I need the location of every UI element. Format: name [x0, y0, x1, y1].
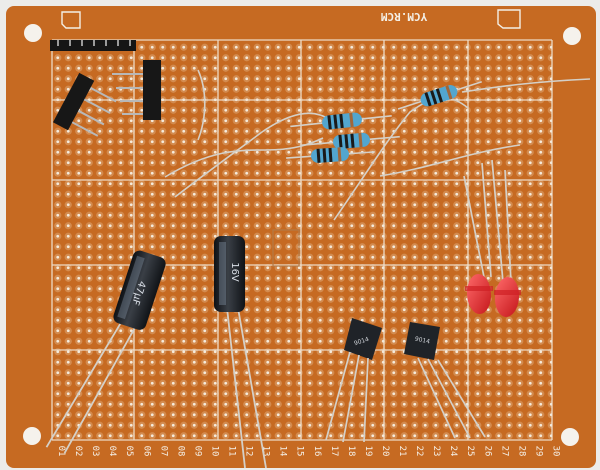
column-label-26: 26 — [482, 446, 492, 457]
brand-mark: YCM.RCM — [380, 10, 427, 23]
column-label-15: 15 — [295, 446, 305, 457]
pin-header-center[interactable] — [112, 60, 161, 120]
column-label-28: 28 — [516, 446, 526, 457]
mounting-hole-bottom-left — [23, 427, 41, 445]
column-label-13: 13 — [261, 446, 271, 457]
column-label-03: 03 — [90, 446, 100, 457]
pin-header-top[interactable] — [50, 40, 136, 51]
resistor-1[interactable] — [396, 75, 484, 116]
column-label-06: 06 — [141, 446, 151, 457]
transistor-1[interactable]: 9014 — [325, 318, 382, 443]
transistor-1-label: 9014 — [353, 336, 370, 347]
column-label-20: 20 — [380, 446, 390, 457]
silkscreen-center-mark — [272, 229, 300, 267]
column-label-02: 02 — [73, 446, 83, 457]
column-label-12: 12 — [244, 446, 254, 457]
capacitor-1[interactable]: 47µF — [45, 242, 167, 465]
resistor-3[interactable] — [300, 130, 401, 153]
silkscreen-grid — [51, 39, 553, 441]
pin-header-left[interactable] — [52, 72, 120, 144]
column-label-05: 05 — [124, 446, 134, 457]
column-label-25: 25 — [465, 446, 475, 457]
silkscreen-bracket-left — [61, 11, 81, 29]
led-2[interactable] — [491, 159, 521, 318]
column-label-23: 23 — [431, 446, 441, 457]
column-label-30: 30 — [550, 446, 560, 457]
column-label-29: 29 — [533, 446, 543, 457]
mounting-hole-bottom-right — [561, 428, 579, 446]
column-label-09: 09 — [192, 446, 202, 457]
column-label-19: 19 — [363, 446, 373, 457]
column-label-04: 04 — [107, 446, 117, 457]
capacitor-2[interactable]: 16V — [214, 236, 267, 469]
mounting-hole-top-right — [563, 27, 581, 45]
mounting-hole-top-left — [24, 24, 42, 42]
column-label-22: 22 — [414, 446, 424, 457]
resistor-2[interactable] — [290, 109, 393, 134]
column-label-27: 27 — [499, 446, 509, 457]
board-hole-grid — [52, 40, 552, 440]
transistor-2[interactable]: 9014 — [404, 322, 486, 439]
capacitor-2-label: 16V — [229, 262, 240, 282]
column-label-14: 14 — [278, 446, 288, 457]
column-label-16: 16 — [312, 446, 322, 457]
column-label-10: 10 — [209, 446, 219, 457]
silkscreen-bracket-right — [497, 9, 521, 29]
column-label-18: 18 — [346, 446, 356, 457]
column-label-21: 21 — [397, 446, 407, 457]
resistor-4[interactable] — [286, 145, 376, 165]
column-number-row: 01 02 03 04 05 06 07 08 09 10 11 12 13 14 15 16 17 18 19 20… — [56, 446, 560, 457]
pcb-board: YCM.RCM 01 02 03 04 05 06 07 08 09 10 11 12 13 14 15 16… — [6, 6, 596, 468]
column-label-01: 01 — [56, 446, 66, 457]
led-1[interactable] — [463, 162, 493, 315]
transistor-2-label: 9014 — [414, 336, 431, 346]
column-label-07: 07 — [158, 446, 168, 457]
column-label-11: 11 — [227, 446, 237, 457]
column-label-08: 08 — [175, 446, 185, 457]
column-label-24: 24 — [448, 446, 458, 457]
mounting-holes — [23, 24, 581, 446]
column-label-17: 17 — [329, 446, 339, 457]
